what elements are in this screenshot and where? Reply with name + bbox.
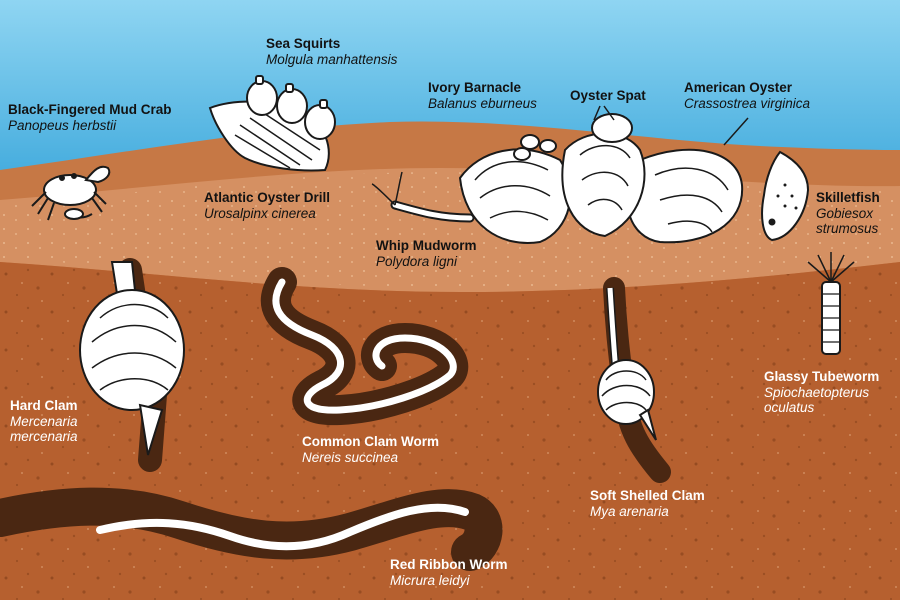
label-clam-worm: Common Clam Worm Nereis succinea [302, 434, 439, 465]
american-oyster-pointer [723, 117, 749, 146]
hard-clam-illustration [79, 261, 185, 456]
glassy-tubeworm-common-name: Glassy Tubeworm [764, 369, 880, 384]
mud-crab-illustration [31, 165, 111, 221]
clam-worm-scientific-name: Nereis succinea [302, 449, 399, 465]
hard-clam-common-name: Hard Clam [10, 398, 78, 413]
soft-clam-illustration [597, 287, 657, 441]
skilletfish-common-name: Skilletfish [816, 190, 880, 205]
sea-squirts-scientific-name: Molgula manhattensis [266, 51, 398, 67]
red-ribbon-worm-illustration [96, 503, 469, 551]
label-oyster-spat: Oyster Spat [570, 88, 646, 104]
label-glassy-tubeworm: Glassy Tubeworm Spiochaetopterus oculatu… [764, 369, 879, 416]
label-whip-mudworm: Whip Mudworm Polydora ligni [376, 238, 476, 269]
ivory-barnacle-common-name: Ivory Barnacle [428, 80, 522, 95]
whip-mudworm-common-name: Whip Mudworm [376, 238, 477, 253]
oyster-drill-common-name: Atlantic Oyster Drill [204, 190, 331, 205]
glassy-tubeworm-scientific-name-1: Spiochaetopterus [764, 384, 870, 400]
mud-crab-scientific-name: Panopeus herbstii [8, 117, 117, 133]
sea-squirts-illustration [246, 75, 336, 140]
label-mud-crab: Black-Fingered Mud Crab Panopeus herbsti… [8, 102, 172, 133]
glassy-tubeworm-scientific-name-2: oculatus [764, 400, 815, 416]
clam-worm-illustration [272, 278, 457, 414]
clam-worm-common-name: Common Clam Worm [302, 434, 440, 449]
label-ivory-barnacle: Ivory Barnacle Balanus eburneus [428, 80, 537, 111]
sea-squirts-common-name: Sea Squirts [266, 36, 341, 51]
label-skilletfish: Skilletfish Gobiesox strumosus [816, 190, 880, 237]
oyster-spat-pointer [593, 105, 601, 121]
hard-clam-scientific-name-1: Mercenaria [10, 413, 78, 429]
label-hard-clam: Hard Clam Mercenaria mercenaria [10, 398, 78, 445]
american-oyster-scientific-name: Crassostrea virginica [684, 95, 811, 111]
skilletfish-illustration [761, 150, 810, 242]
whip-mudworm-scientific-name: Polydora ligni [376, 253, 458, 269]
oyster-spat-pointer-2 [603, 105, 615, 121]
whip-mudworm-illustration [371, 171, 475, 223]
glassy-tubeworm-illustration [807, 252, 855, 355]
label-american-oyster: American Oyster Crassostrea virginica [684, 80, 810, 111]
oyster-drill-scientific-name: Urosalpinx cinerea [204, 205, 316, 221]
label-soft-shelled-clam: Soft Shelled Clam Mya arenaria [590, 488, 705, 519]
hard-clam-scientific-name-2: mercenaria [10, 429, 78, 445]
mud-crab-common-name: Black-Fingered Mud Crab [8, 102, 172, 117]
skilletfish-scientific-name-2: strumosus [816, 221, 879, 237]
ribbon-worm-burrow [0, 487, 503, 571]
label-oyster-drill: Atlantic Oyster Drill Urosalpinx cinerea [204, 190, 330, 221]
label-sea-squirts: Sea Squirts Molgula manhattensis [266, 36, 397, 67]
label-red-ribbon-worm: Red Ribbon Worm Micrura leidyi [390, 557, 508, 588]
oyster-spat-common-name: Oyster Spat [570, 88, 646, 103]
ivory-barnacle-scientific-name: Balanus eburneus [428, 95, 537, 111]
oyster-reef-illustration [458, 113, 744, 244]
soft-shelled-clam-scientific-name: Mya arenaria [590, 503, 669, 519]
soft-shelled-clam-common-name: Soft Shelled Clam [590, 488, 705, 503]
skilletfish-scientific-name-1: Gobiesox [816, 205, 874, 221]
american-oyster-common-name: American Oyster [684, 80, 793, 95]
red-ribbon-worm-scientific-name: Micrura leidyi [390, 572, 470, 588]
red-ribbon-worm-common-name: Red Ribbon Worm [390, 557, 508, 572]
